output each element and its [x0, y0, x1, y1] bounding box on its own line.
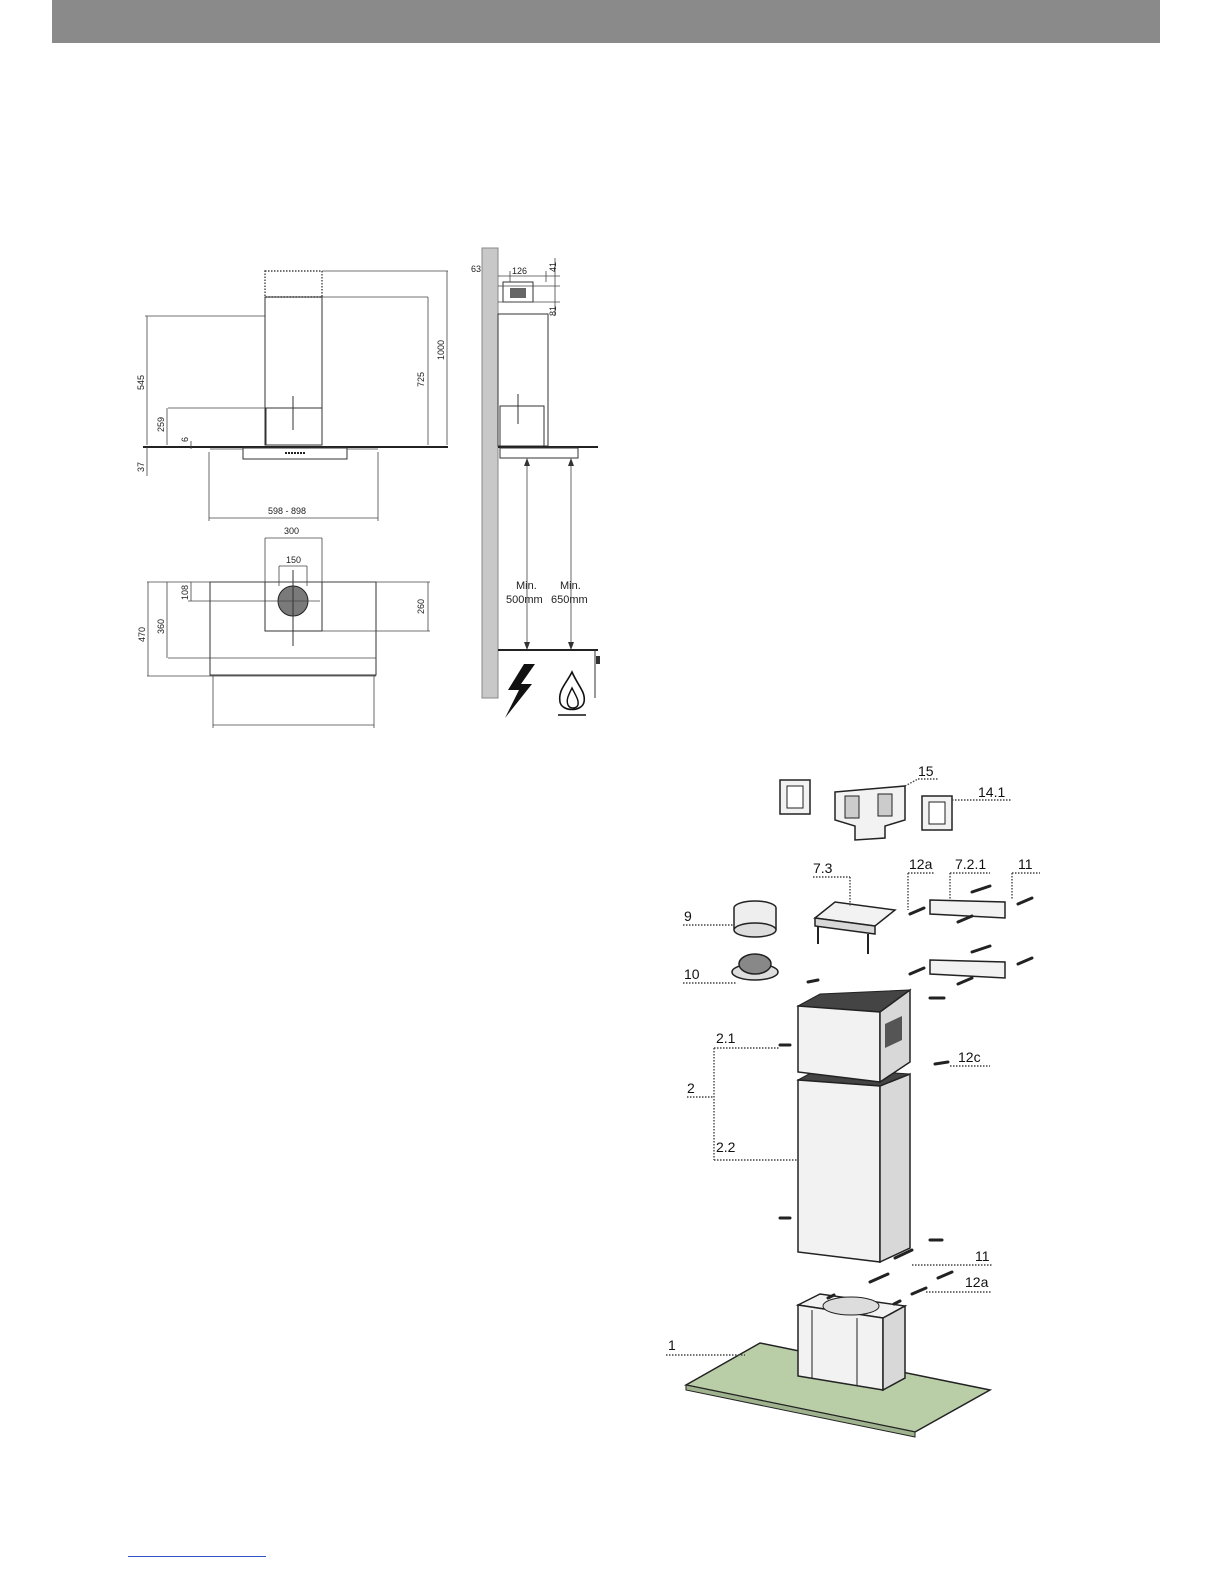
part-label-11-bottom: 11 [975, 1248, 990, 1264]
dim-725: 725 [416, 372, 426, 387]
side-view-drawing [482, 248, 600, 698]
front-view-drawing [143, 271, 448, 521]
dim-108: 108 [180, 585, 190, 600]
part-label-12a-bottom: 12a [965, 1274, 989, 1290]
part-label-12a-top: 12a [909, 856, 933, 872]
gas-flame-icon [558, 672, 586, 715]
part-label-2-2: 2.2 [716, 1139, 736, 1155]
exploded-view-drawing [666, 779, 1040, 1437]
min-650-label-1: Min. [560, 580, 581, 592]
part-label-14-1: 14.1 [978, 784, 1005, 800]
dim-126: 126 [512, 266, 527, 276]
lightning-icon [505, 664, 535, 718]
dim-6: 6 [180, 437, 190, 442]
dim-300: 300 [284, 526, 299, 536]
part-label-15: 15 [918, 763, 934, 779]
part-label-7-2-1: 7.2.1 [955, 856, 986, 872]
dim-41: 41 [548, 262, 558, 272]
dim-37: 37 [136, 462, 146, 472]
min-500-label-2: 500mm [506, 594, 543, 606]
top-view-drawing [147, 538, 430, 728]
dim-81: 81 [548, 306, 558, 316]
min-500-label-1: Min. [516, 580, 537, 592]
dim-360: 360 [156, 619, 166, 634]
part-label-2-1: 2.1 [716, 1030, 736, 1046]
dim-1000: 1000 [436, 340, 446, 360]
dim-260: 260 [416, 599, 426, 614]
part-label-11-top: 11 [1018, 856, 1033, 872]
part-label-9: 9 [684, 908, 692, 924]
dim-545: 545 [136, 375, 146, 390]
footer-link-underline[interactable] [128, 1556, 266, 1557]
part-label-12c: 12c [958, 1049, 981, 1065]
part-label-7-3: 7.3 [813, 860, 833, 876]
part-label-1: 1 [668, 1337, 676, 1353]
dim-259: 259 [156, 417, 166, 432]
dim-150: 150 [286, 555, 301, 565]
part-label-10: 10 [684, 966, 700, 982]
part-label-2: 2 [687, 1080, 695, 1096]
dim-598-898: 598 - 898 [268, 506, 306, 516]
dim-470: 470 [137, 627, 147, 642]
dim-63: 63 [471, 264, 481, 274]
min-650-label-2: 650mm [551, 594, 588, 606]
